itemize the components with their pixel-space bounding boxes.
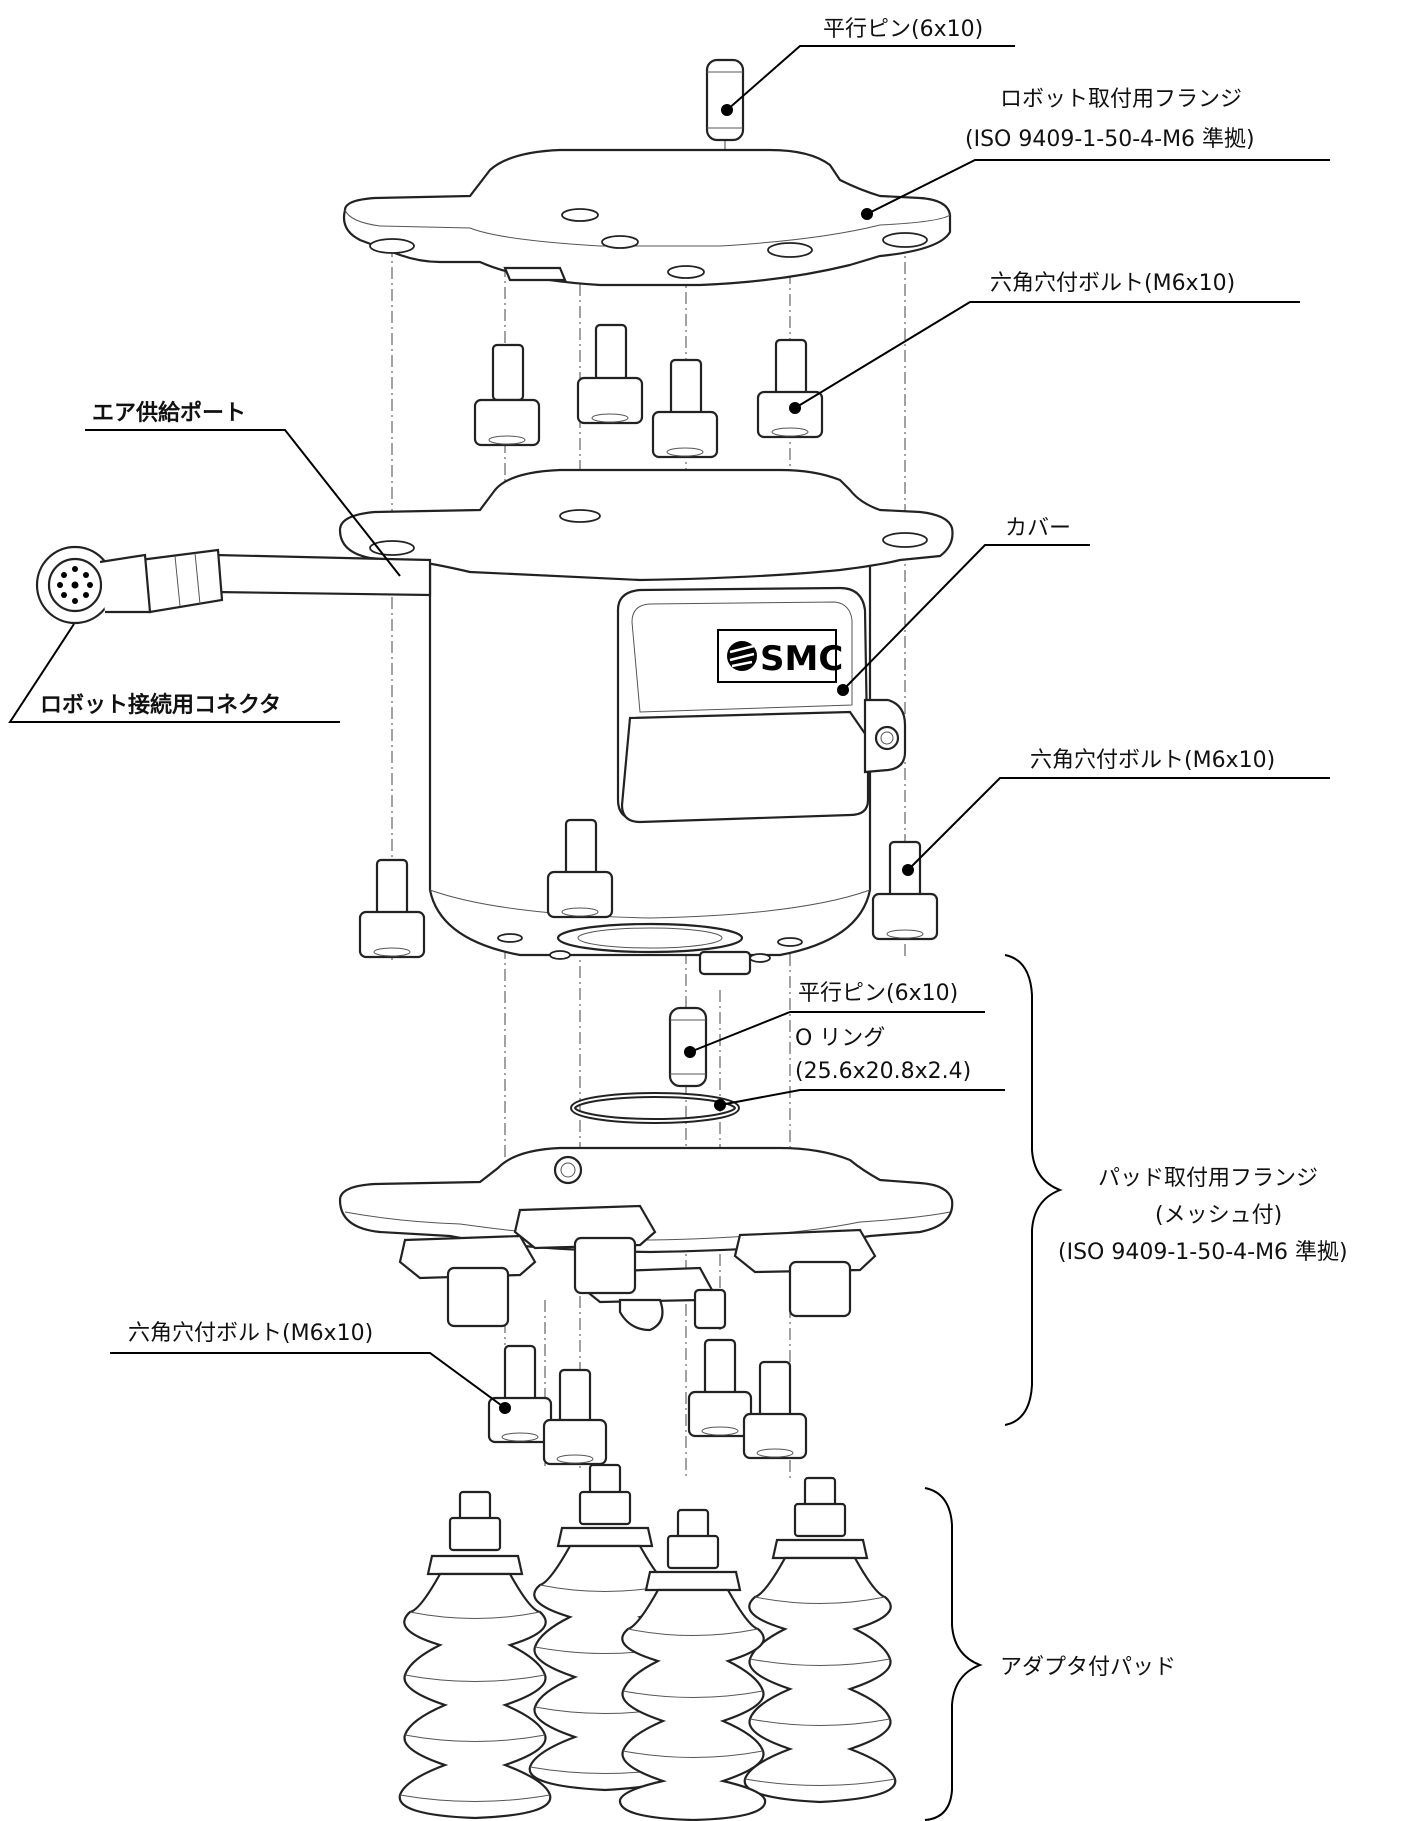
label-parallel-pin-middle: 平行ピン(6x10) — [798, 981, 958, 1006]
hex-bolt — [651, 358, 719, 459]
label-robot-flange: ロボット取付用フランジ — [1000, 87, 1242, 112]
label-robot-flange-std: (ISO 9409-1-50-4-M6 準拠) — [965, 127, 1255, 152]
label-parallel-pin-top: 平行ピン(6x10) — [823, 17, 983, 42]
hex-bolt — [687, 1338, 753, 1438]
brace-pad-flange — [1004, 954, 1063, 1426]
air-tube-connector — [35, 545, 432, 625]
hex-bolt — [542, 1368, 608, 1466]
label-hex-bolt-2: 六角穴付ボルト(M6x10) — [1030, 748, 1275, 773]
brace-pads — [924, 1487, 983, 1821]
label-hex-bolt-1: 六角穴付ボルト(M6x10) — [990, 271, 1235, 296]
label-pad-flange-std: (ISO 9409-1-50-4-M6 準拠) — [1058, 1240, 1348, 1265]
hex-bolt — [756, 338, 824, 439]
hex-bolt — [487, 1344, 553, 1444]
leader-lines — [8, 45, 1330, 1414]
vacuum-pad — [618, 1508, 767, 1821]
hex-bolts-upper — [473, 323, 824, 459]
label-pads-with-adapter: アダプタ付パッド — [1000, 1655, 1176, 1680]
hex-bolts-lower — [487, 1338, 808, 1466]
labels: 平行ピン(6x10) ロボット取付用フランジ (ISO 9409-1-50-4-… — [40, 17, 1348, 1680]
vacuum-pad — [743, 1476, 897, 1804]
cover: SMC — [616, 586, 907, 824]
hex-bolt — [871, 840, 939, 941]
hex-bolt — [546, 818, 614, 919]
label-hex-bolt-3: 六角穴付ボルト(M6x10) — [128, 1321, 373, 1346]
label-o-ring-size: (25.6x20.8x2.4) — [795, 1059, 971, 1084]
pad-mounting-flange — [338, 1146, 954, 1332]
hex-bolt — [576, 323, 644, 425]
smc-logo-text: SMC — [760, 639, 843, 679]
o-ring — [570, 1092, 740, 1124]
label-pad-flange-mesh: (メッシュ付) — [1155, 1203, 1282, 1228]
vacuum-pad — [398, 1490, 552, 1820]
hex-bolt — [473, 343, 541, 447]
vacuum-pad — [528, 1463, 682, 1792]
hex-bolt — [742, 1360, 808, 1460]
robot-mounting-flange — [342, 148, 952, 287]
label-pad-flange: パッド取付用フランジ — [1098, 1166, 1318, 1191]
label-o-ring: O リング — [795, 1026, 885, 1051]
label-robot-connector: ロボット接続用コネクタ — [40, 692, 281, 718]
smc-logo: SMC — [717, 629, 843, 683]
label-cover: カバー — [1005, 516, 1071, 541]
parallel-pin-top — [705, 58, 745, 142]
label-air-supply-port: エア供給ポート — [92, 400, 246, 426]
hex-bolt — [358, 858, 426, 959]
hex-bolts-middle — [358, 818, 939, 959]
